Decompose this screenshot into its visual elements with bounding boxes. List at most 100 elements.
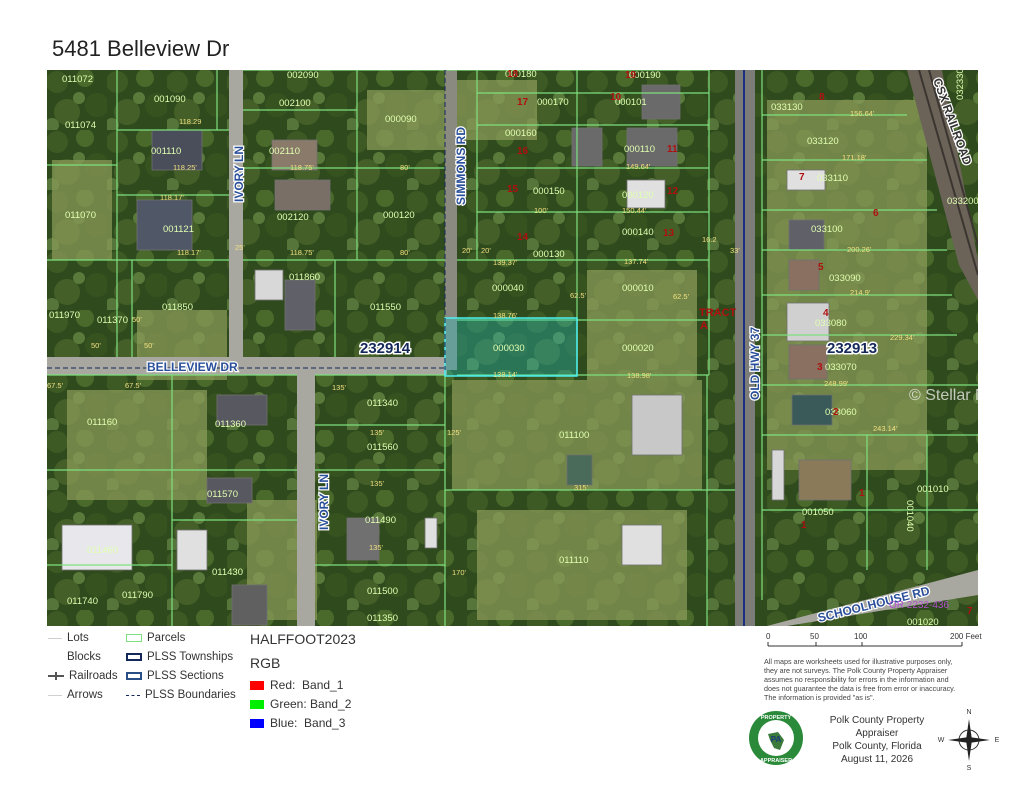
dimension-label: 118.17' xyxy=(177,248,201,257)
boundaries-swatch xyxy=(126,694,140,696)
lot-numbers: 1819171016111512141398765432117 xyxy=(507,70,973,617)
disclaimer: All maps are worksheets used for illustr… xyxy=(764,657,979,702)
dimension-label: 50' xyxy=(144,341,154,350)
dimension-label: 67.5' xyxy=(47,381,64,390)
railroad-swatch-icon xyxy=(48,672,64,680)
parcel-number: 011430 xyxy=(212,567,243,578)
parcel-number: 033100 xyxy=(811,224,843,235)
parcel-number: 033120 xyxy=(807,136,839,147)
dimension-label: 135' xyxy=(332,383,347,392)
parcel-number: 000030 xyxy=(493,343,525,354)
svg-text:APPRAISER: APPRAISER xyxy=(760,758,792,764)
parcel-number: 001110 xyxy=(151,146,181,157)
dimension-label: 248.99' xyxy=(824,379,849,388)
dimension-label: 118.29 xyxy=(179,117,201,126)
dimension-label: 118.75' xyxy=(290,248,314,257)
blocks-swatch xyxy=(48,657,62,658)
parcel-number: 011970 xyxy=(49,310,80,321)
scale-tick-50: 50 xyxy=(810,632,819,641)
band-green-label: Green: xyxy=(270,697,307,711)
scale-tick-100: 100 xyxy=(854,632,868,641)
parcel-number: 001040 xyxy=(904,500,915,532)
aerial-map[interactable]: IVORY LN IVORY LN SIMMONS RD BELLEVIEW D… xyxy=(47,70,978,626)
scale-bar: 0 50 100 200 Feet xyxy=(766,632,982,647)
page-title: 5481 Belleview Dr xyxy=(52,36,230,61)
lot-number: 15 xyxy=(507,184,519,195)
parcel-number: 033130 xyxy=(771,102,803,113)
parcel-number: 002090 xyxy=(287,70,319,81)
plss-section-labels: 232914 232913 xyxy=(359,339,879,359)
lot-number: 14 xyxy=(517,232,529,243)
dimension-label: 62.5' xyxy=(570,291,587,300)
parcel-number: 011460 xyxy=(87,545,118,556)
lot-number: 16 xyxy=(517,146,529,157)
parcel-number: 011072 xyxy=(62,74,93,85)
parcel-number: 011740 xyxy=(67,596,98,607)
parcel-number: 011070 xyxy=(65,210,96,221)
green-swatch xyxy=(250,699,264,709)
lot-number: 3 xyxy=(817,362,823,373)
dimension-label: 25' xyxy=(235,243,245,252)
band-red: Red: Band_1 xyxy=(250,678,343,692)
parcel-number: 000160 xyxy=(505,128,537,139)
parcel-number: 011340 xyxy=(367,398,398,409)
dimension-label: 135' xyxy=(370,479,385,488)
parcel-number: 011370 xyxy=(97,315,128,326)
subject-parcel-highlight[interactable] xyxy=(444,317,578,377)
lot-number: 12 xyxy=(667,186,679,197)
parcel-number: 011100 xyxy=(559,430,589,441)
svg-text:N: N xyxy=(966,709,971,716)
disclaimer-line: All maps are worksheets used for illustr… xyxy=(764,657,953,666)
legend-lots: Lots xyxy=(48,632,89,644)
band-green-value: Band_2 xyxy=(310,697,352,711)
lot-number: 5 xyxy=(818,262,824,273)
parcel-number: 000040 xyxy=(492,283,524,294)
label-ivory-ln-top: IVORY LN xyxy=(232,146,246,202)
legend-plss-sections-label: PLSS Sections xyxy=(147,670,224,682)
lot-number: 6 xyxy=(873,208,879,219)
band-green: Green: Band_2 xyxy=(250,697,351,711)
dimension-label: 137.74' xyxy=(624,257,649,266)
parcel-number: 002110 xyxy=(269,146,300,157)
parcel-number: 001121 xyxy=(163,224,194,235)
parcel-number: 011860 xyxy=(289,272,320,283)
parcel-number: 011790 xyxy=(122,590,153,601)
scale-tick-200: 200 Feet xyxy=(950,632,982,641)
sections-swatch xyxy=(126,672,142,680)
lot-number: 1 xyxy=(801,520,807,531)
agency-name: Polk County Property Appraiser xyxy=(829,715,925,739)
parcel-number: 011570 xyxy=(207,489,238,500)
plss-section-232914: 232914 xyxy=(360,340,411,357)
legend-railroads: Railroads xyxy=(48,670,118,682)
lots-swatch xyxy=(48,637,62,639)
lot-number: 8 xyxy=(819,92,825,103)
dimension-label: 125' xyxy=(447,428,462,437)
raster-subtitle: RGB xyxy=(250,655,281,671)
parcel-number: 033110 xyxy=(817,173,848,184)
parcel-number: 000020 xyxy=(622,343,654,354)
raster-title: HALFFOOT2023 xyxy=(250,631,356,647)
svg-text:W: W xyxy=(938,737,945,744)
parcel-number: 033060 xyxy=(825,407,857,418)
parcel-number: 000110 xyxy=(624,144,655,155)
dimension-label: 80' xyxy=(400,248,410,257)
parcel-lines xyxy=(47,70,978,626)
red-swatch xyxy=(250,680,264,690)
dimension-label: 170' xyxy=(452,568,467,577)
dimension-labels: 118.29118.25'118.75'118.75'118.17'118.17… xyxy=(47,109,915,577)
legend-parcels-label: Parcels xyxy=(147,632,186,644)
band-blue-value: Band_3 xyxy=(304,716,346,730)
dimension-label: 139.37' xyxy=(493,258,518,267)
band-blue: Blue: Band_3 xyxy=(250,716,345,730)
dimension-label: 171.18' xyxy=(842,153,867,162)
parcel-number: 033200 xyxy=(947,196,978,207)
parcel-number: 033080 xyxy=(815,318,847,329)
dimension-label: 50' xyxy=(91,341,101,350)
agency-info: Polk County Property Appraiser Polk Coun… xyxy=(812,714,942,766)
dimension-label: 50' xyxy=(132,315,142,324)
parcel-number: 011550 xyxy=(370,302,401,313)
appraiser-seal-logo: PA PROPERTY APPRAISER xyxy=(749,711,803,765)
legend-plss-townships-label: PLSS Townships xyxy=(147,651,234,663)
mls-watermark: © Stellar MLS xyxy=(909,387,978,404)
lot-number: 11 xyxy=(667,144,678,155)
